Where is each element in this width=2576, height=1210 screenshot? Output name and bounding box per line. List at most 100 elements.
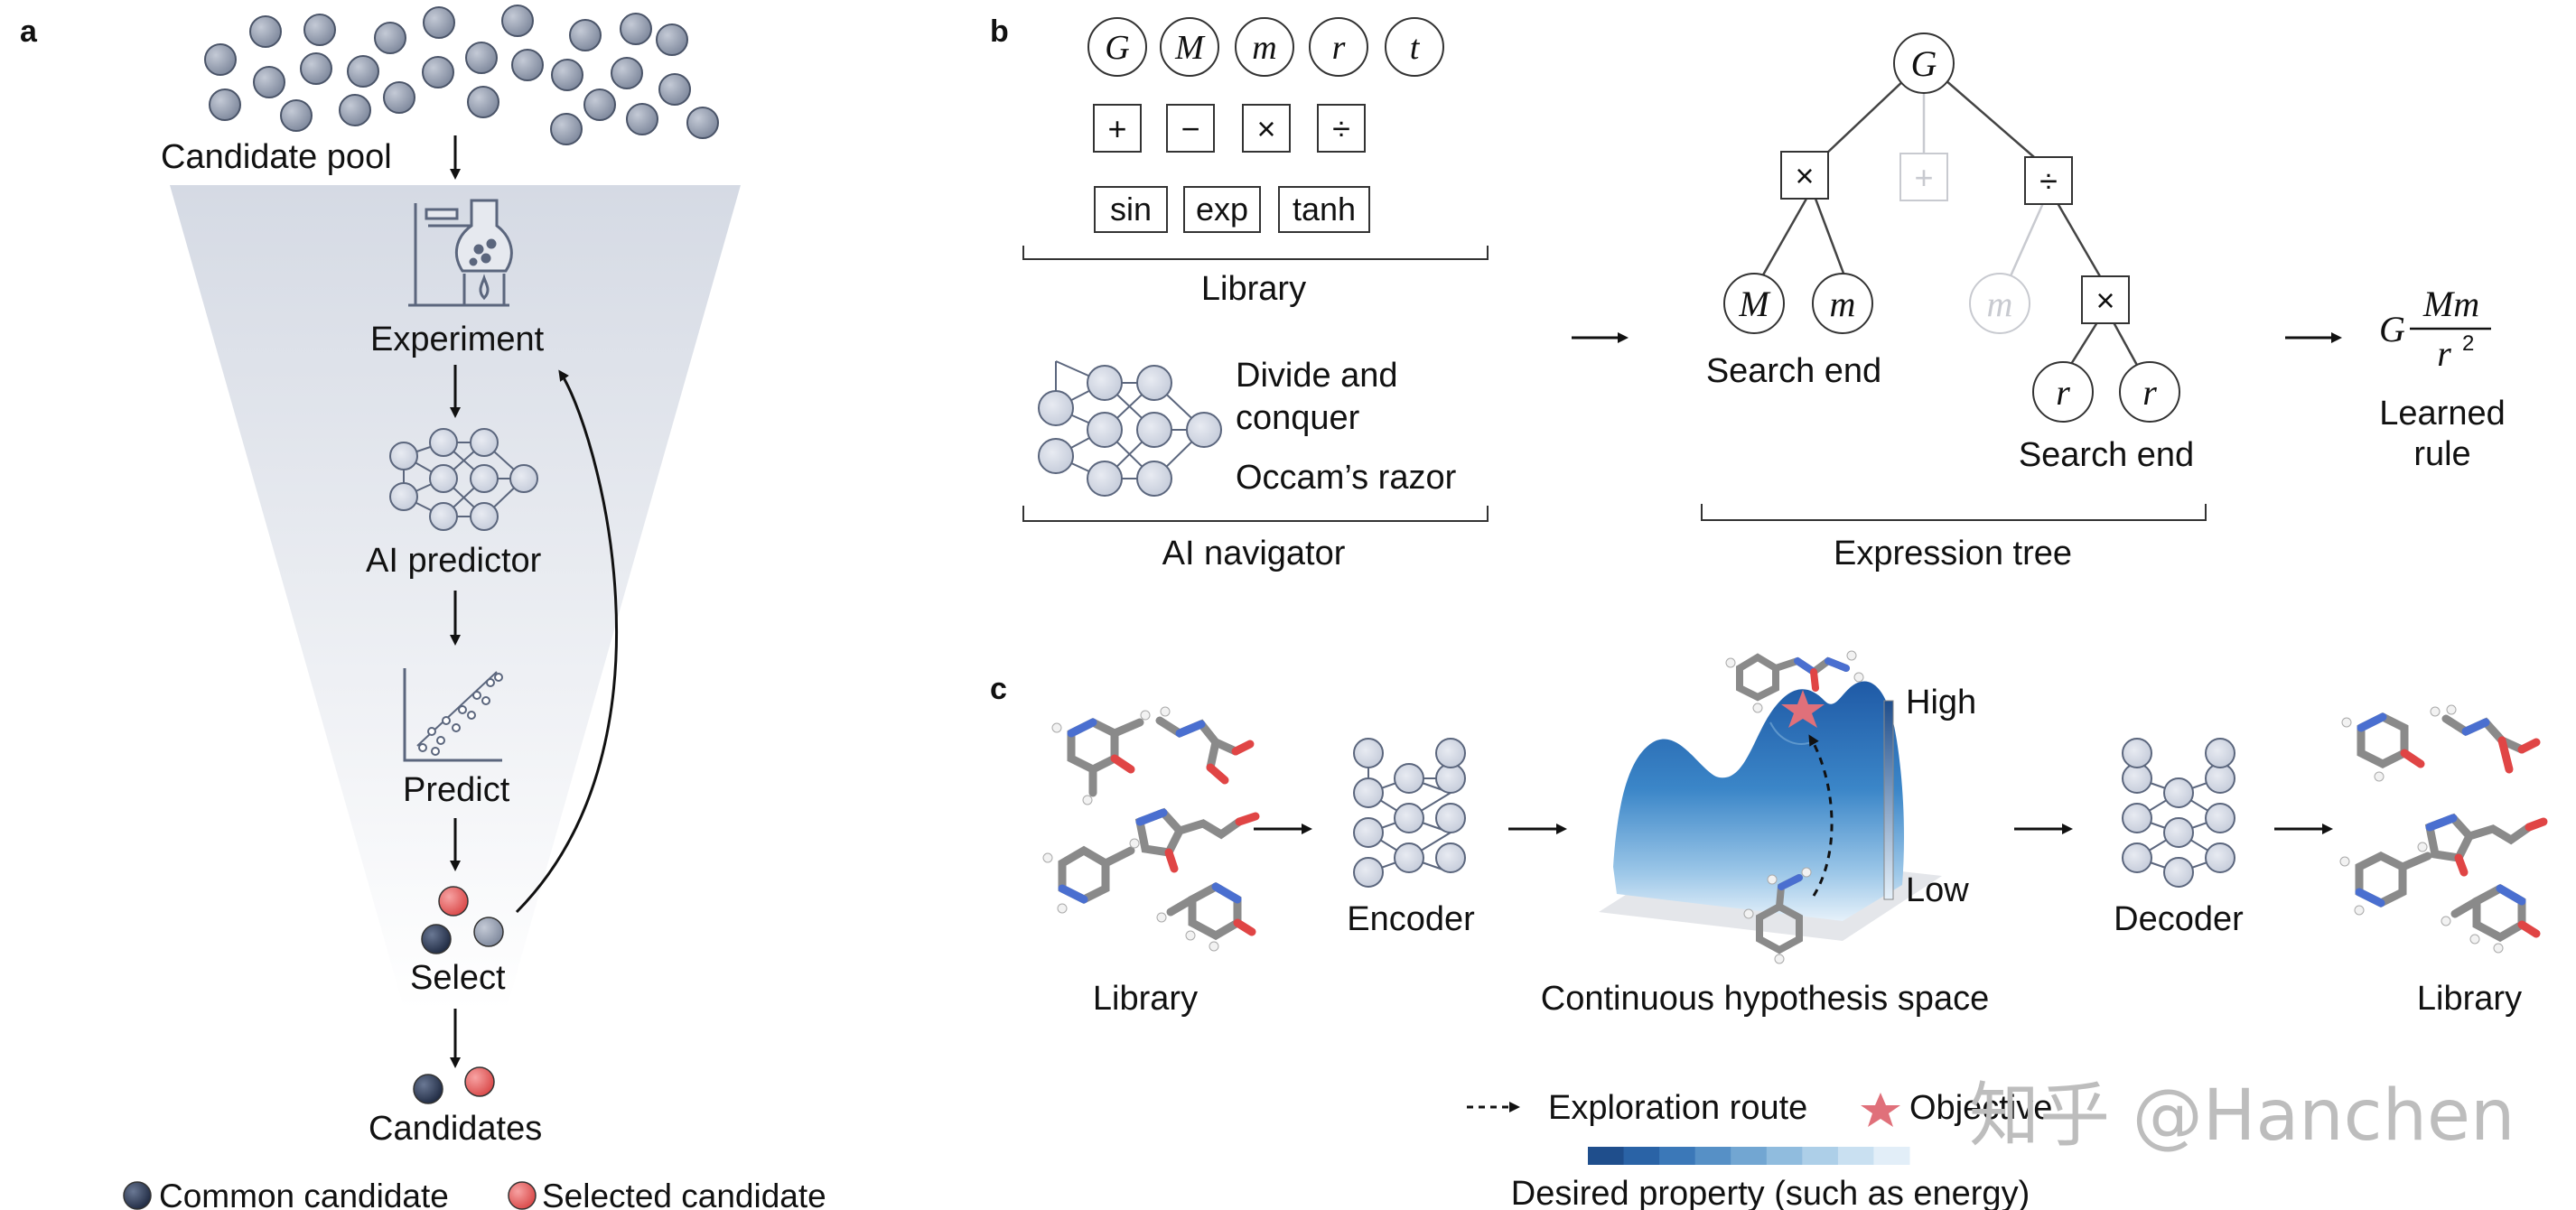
op-minus: − — [1181, 110, 1199, 147]
legend-selected-label: Selected candidate — [542, 1177, 826, 1210]
legend-common-label: Common candidate — [159, 1177, 449, 1210]
colorbar-segment — [1766, 1147, 1803, 1165]
predict-label: Predict — [403, 771, 510, 809]
candidates-label: Candidates — [369, 1110, 542, 1148]
tree-leaf-r1-label: r — [2056, 372, 2070, 413]
library-left-label: Library — [1093, 980, 1198, 1018]
tree-bracket — [1701, 504, 2207, 521]
ai-predictor-label: AI predictor — [366, 542, 542, 580]
tree-leaf-m-faded — [1969, 273, 2030, 334]
encoder-network-icon — [1353, 738, 1466, 888]
colorbar-segment — [1837, 1147, 1874, 1165]
panel-a-flow-arrows — [450, 135, 619, 1068]
colorbar-segment — [1802, 1147, 1839, 1165]
scatter-plot-icon — [403, 668, 503, 762]
tree-op-right — [2024, 156, 2073, 205]
colorbar-low-label: Low — [1906, 871, 1969, 909]
library-operators — [1093, 104, 1366, 153]
molecule-top — [1725, 650, 1864, 713]
colorbar-segment — [1623, 1147, 1660, 1165]
navigator-text-line2: conquer — [1236, 399, 1360, 437]
panel-label-b: b — [990, 14, 1009, 49]
tree-root-label: G — [1911, 43, 1937, 84]
search-end-right-label: Search end — [2019, 436, 2194, 474]
hypothesis-landscape — [1599, 681, 1942, 941]
op-plus: + — [1107, 110, 1126, 147]
legend-common-swatch — [123, 1181, 152, 1210]
var-r: r — [1332, 29, 1346, 67]
search-end-left-label: Search end — [1706, 352, 1881, 390]
tree-leaf-M — [1723, 273, 1785, 334]
learned-rule-formula: G Mm r 2 — [2379, 284, 2491, 374]
rule-numerator: Mm — [2422, 284, 2479, 324]
library-molecules-right — [2339, 704, 2548, 954]
fn-exp: exp — [1196, 191, 1248, 228]
library-right-label: Library — [2417, 980, 2522, 1018]
molecule-bottom — [1743, 867, 1812, 964]
hypothesis-space-label: Continuous hypothesis space — [1541, 980, 1989, 1018]
neural-network-icon — [389, 428, 538, 531]
tree-op-left-label: × — [1795, 157, 1814, 194]
tree-leaf-r1 — [2032, 361, 2094, 423]
candidate-pool-label: Candidate pool — [161, 138, 392, 176]
navigator-label: AI navigator — [1162, 535, 1346, 572]
fn-tanh: tanh — [1293, 191, 1356, 228]
library-bracket — [1022, 246, 1489, 260]
legend-objective-label: Objective — [1909, 1089, 2052, 1127]
experiment-label: Experiment — [370, 321, 545, 358]
vertical-colorbar — [1883, 700, 1894, 900]
tree-leaf-r2-label: r — [2142, 372, 2157, 413]
colorbar-label: Desired property (such as energy) — [1511, 1175, 2030, 1210]
colorbar-high-label: High — [1906, 684, 1976, 721]
navigator-network-icon — [1038, 360, 1222, 497]
tree-leaf-r2 — [2119, 361, 2180, 423]
var-M: M — [1174, 29, 1206, 67]
tree-root-node — [1893, 33, 1955, 94]
learned-rule-line1: Learned — [2379, 395, 2505, 433]
library-functions — [1094, 186, 1370, 233]
candidate-spheres — [413, 1066, 495, 1104]
legend-selected-swatch — [508, 1181, 537, 1210]
navigator-text-line1: Divide and — [1236, 357, 1398, 395]
legend-objective-star-icon — [1861, 1093, 1900, 1127]
select-label: Select — [410, 959, 506, 997]
flask-experiment-icon — [408, 199, 513, 307]
fn-sin: sin — [1110, 191, 1152, 228]
var-G: G — [1105, 29, 1129, 67]
colorbar-segment — [1659, 1147, 1696, 1165]
op-times: × — [1256, 110, 1275, 147]
tree-leaf-M-label: M — [1738, 284, 1771, 324]
watermark-text: 知乎 @Hanchen — [1969, 1075, 2515, 1157]
legend-route-label: Exploration route — [1548, 1089, 1807, 1127]
objective-star-icon — [1781, 690, 1825, 728]
tree-op-right-child-label: × — [2095, 282, 2114, 319]
colorbar-segment — [1873, 1147, 1910, 1165]
colorbar-segment — [1694, 1147, 1731, 1165]
select-spheres — [421, 886, 504, 954]
tree-op-mid-faded — [1899, 153, 1948, 201]
tree-op-left — [1780, 151, 1829, 200]
tree-leaf-m-label: m — [1830, 284, 1856, 324]
rule-denominator: r — [2437, 333, 2451, 374]
exploration-route-path — [1808, 734, 1834, 897]
var-m: m — [1252, 29, 1276, 67]
tree-leaf-m-faded-label: m — [1987, 284, 2013, 324]
learned-rule-line2: rule — [2413, 435, 2470, 473]
colorbar-segment — [1588, 1147, 1625, 1165]
candidate-pool-spheres — [204, 5, 719, 145]
panel-label-c: c — [990, 672, 1007, 706]
horizontal-colorbar — [1588, 1147, 1910, 1165]
decoder-label: Decoder — [2114, 900, 2244, 938]
rule-G: G — [2379, 309, 2405, 349]
op-divide: ÷ — [1332, 110, 1350, 147]
tree-op-mid-label: + — [1914, 159, 1933, 196]
colorbar-segment — [1731, 1147, 1768, 1165]
library-variables — [1087, 17, 1444, 77]
navigator-bracket — [1022, 506, 1489, 522]
panel-label-a: a — [20, 14, 38, 49]
rule-exponent: 2 — [2462, 331, 2474, 356]
encoder-label: Encoder — [1347, 900, 1475, 938]
navigator-text-line3: Occam’s razor — [1236, 459, 1457, 497]
var-t: t — [1410, 29, 1421, 67]
